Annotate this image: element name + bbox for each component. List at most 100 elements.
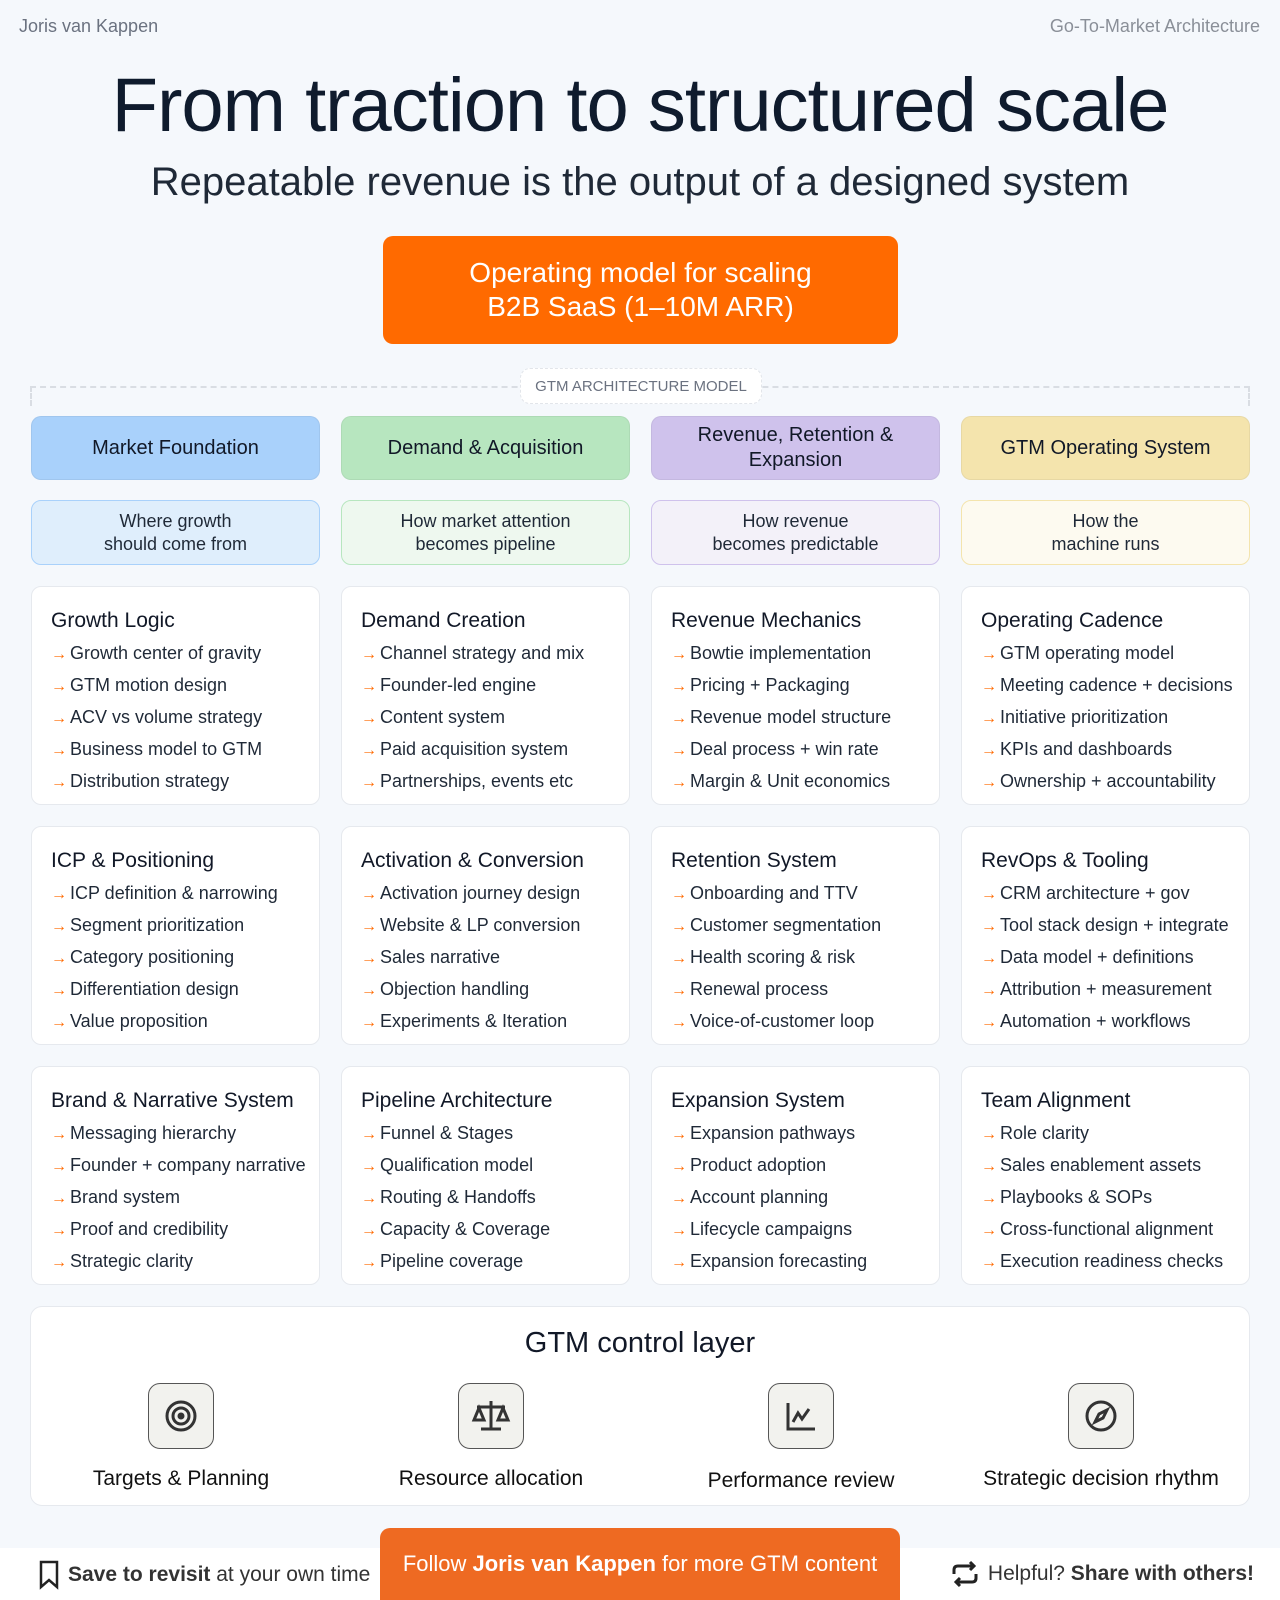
arrow-right-icon: → bbox=[671, 1158, 687, 1175]
list-item: →Attribution + measurement bbox=[981, 974, 1249, 1006]
item-label: Voice-of-customer loop bbox=[690, 1011, 875, 1031]
item-label: Content system bbox=[380, 707, 506, 727]
arrow-right-icon: → bbox=[51, 1126, 67, 1143]
capability-card: Expansion System→Expansion pathways→Prod… bbox=[651, 1066, 940, 1285]
item-label: Execution readiness checks bbox=[1000, 1251, 1224, 1271]
list-item: →Expansion forecasting bbox=[671, 1246, 939, 1278]
item-label: Account planning bbox=[690, 1187, 829, 1207]
item-label: Renewal process bbox=[690, 979, 829, 999]
item-label: Customer segmentation bbox=[690, 915, 882, 935]
arrow-right-icon: → bbox=[51, 774, 67, 791]
arrow-right-icon: → bbox=[981, 1190, 997, 1207]
arrow-right-icon: → bbox=[51, 950, 67, 967]
arrow-right-icon: → bbox=[361, 678, 377, 695]
item-label: Pricing + Packaging bbox=[690, 675, 850, 695]
item-label: Value proposition bbox=[70, 1011, 208, 1031]
arrow-right-icon: → bbox=[981, 950, 997, 967]
item-label: Health scoring & risk bbox=[690, 947, 856, 967]
list-item: →Onboarding and TTV bbox=[671, 878, 939, 910]
card-title: RevOps & Tooling bbox=[981, 849, 1149, 872]
hero-line-1: Operating model for scaling bbox=[469, 257, 812, 288]
item-label: Margin & Unit economics bbox=[690, 771, 891, 791]
arrow-right-icon: → bbox=[671, 1014, 687, 1031]
list-item: →Activation journey design bbox=[361, 878, 629, 910]
card-title: ICP & Positioning bbox=[51, 849, 215, 872]
arrow-right-icon: → bbox=[361, 1158, 377, 1175]
item-label: Initiative prioritization bbox=[1000, 707, 1169, 727]
arrow-right-icon: → bbox=[671, 950, 687, 967]
hero-banner: Operating model for scaling B2B SaaS (1–… bbox=[383, 236, 898, 344]
capability-card: ICP & Positioning→ICP definition & narro… bbox=[31, 826, 320, 1045]
scale-icon bbox=[458, 1383, 524, 1449]
bookmark-icon bbox=[39, 1560, 59, 1590]
list-item: →Capacity & Coverage bbox=[361, 1214, 629, 1246]
control-title: GTM control layer bbox=[524, 1327, 756, 1359]
save-reminder[interactable]: Save to revisit at your own time bbox=[38, 1560, 370, 1590]
arrow-right-icon: → bbox=[51, 886, 67, 903]
arrow-right-icon: → bbox=[981, 678, 997, 695]
follow-suffix: for more GTM content bbox=[655, 1551, 878, 1576]
item-label: Activation journey design bbox=[380, 883, 581, 903]
arrow-right-icon: → bbox=[51, 1014, 67, 1031]
arrow-right-icon: → bbox=[671, 646, 687, 663]
arrow-right-icon: → bbox=[361, 1190, 377, 1207]
list-item: →Qualification model bbox=[361, 1150, 629, 1182]
compass-icon bbox=[1068, 1383, 1134, 1449]
topic-label: Go-To-Market Architecture bbox=[1049, 16, 1260, 36]
control-item-strategy: Strategic decision rhythm bbox=[951, 1383, 1251, 1491]
item-label: Revenue model structure bbox=[690, 707, 892, 727]
capability-card: RevOps & Tooling →CRM architecture + gov →… bbox=[961, 826, 1250, 1045]
arrow-right-icon: → bbox=[981, 1158, 997, 1175]
arrow-right-icon: → bbox=[671, 742, 687, 759]
arrow-right-icon: → bbox=[981, 982, 997, 999]
column-header: Demand & Acquisition bbox=[341, 416, 630, 480]
arrow-right-icon: → bbox=[361, 710, 377, 727]
item-label: Founder-led engine bbox=[380, 675, 537, 695]
list-item: →CRM architecture + gov bbox=[981, 878, 1249, 910]
list-item: →Founder-led engine bbox=[361, 670, 629, 702]
arrow-right-icon: → bbox=[51, 1158, 67, 1175]
item-label: Expansion pathways bbox=[690, 1123, 856, 1143]
list-item: →Proof and credibility bbox=[51, 1214, 319, 1246]
arrow-right-icon: → bbox=[671, 1126, 687, 1143]
card-title: Brand & Narrative System bbox=[51, 1089, 294, 1112]
item-label: Partnerships, events etc bbox=[380, 771, 574, 791]
item-label: Role clarity bbox=[1000, 1123, 1090, 1143]
item-label: Segment prioritization bbox=[70, 915, 245, 935]
list-item: →Distribution strategy bbox=[51, 766, 319, 798]
list-item: →Role clarity bbox=[981, 1118, 1249, 1150]
arrow-right-icon: → bbox=[981, 1254, 997, 1271]
card-title: Team Alignment bbox=[981, 1089, 1131, 1112]
target-icon bbox=[148, 1383, 214, 1449]
card-title: Revenue Mechanics bbox=[671, 609, 862, 632]
control-label: Performance review bbox=[707, 1469, 895, 1492]
arrow-right-icon: → bbox=[671, 886, 687, 903]
list-item: →Content system bbox=[361, 702, 629, 734]
card-title: Growth Logic bbox=[51, 609, 175, 632]
list-item: →Automation + workflows bbox=[981, 1006, 1249, 1038]
author-name: Joris van Kappen bbox=[19, 16, 159, 36]
share-prompt[interactable]: Helpful? Share with others! bbox=[950, 1560, 1254, 1588]
follow-button[interactable]: Follow Joris van Kappen for more GTM con… bbox=[380, 1528, 900, 1600]
arrow-right-icon: → bbox=[51, 646, 67, 663]
column-header: Market Foundation bbox=[31, 416, 320, 480]
list-item: →Routing & Handoffs bbox=[361, 1182, 629, 1214]
share-prefix: Helpful? bbox=[987, 1562, 1071, 1585]
item-label: Pipeline coverage bbox=[380, 1251, 524, 1271]
item-label: Cross-functional alignment bbox=[1000, 1219, 1214, 1239]
arrow-right-icon: → bbox=[361, 918, 377, 935]
arrow-right-icon: → bbox=[361, 886, 377, 903]
arrow-right-icon: → bbox=[671, 1254, 687, 1271]
item-label: Expansion forecasting bbox=[690, 1251, 868, 1271]
item-label: Playbooks & SOPs bbox=[1000, 1187, 1153, 1207]
column-header: Revenue, Retention & Expansion bbox=[651, 416, 940, 480]
arrow-right-icon: → bbox=[51, 1222, 67, 1239]
arrow-right-icon: → bbox=[51, 1254, 67, 1271]
card-title: Retention System bbox=[671, 849, 837, 872]
list-item: →Strategic clarity bbox=[51, 1246, 319, 1278]
item-label: Paid acquisition system bbox=[380, 739, 569, 759]
control-item-targets: Targets & Planning bbox=[31, 1383, 331, 1491]
item-label: Strategic clarity bbox=[70, 1251, 194, 1271]
list-item: →Expansion pathways bbox=[671, 1118, 939, 1150]
follow-prefix: Follow bbox=[402, 1551, 473, 1576]
